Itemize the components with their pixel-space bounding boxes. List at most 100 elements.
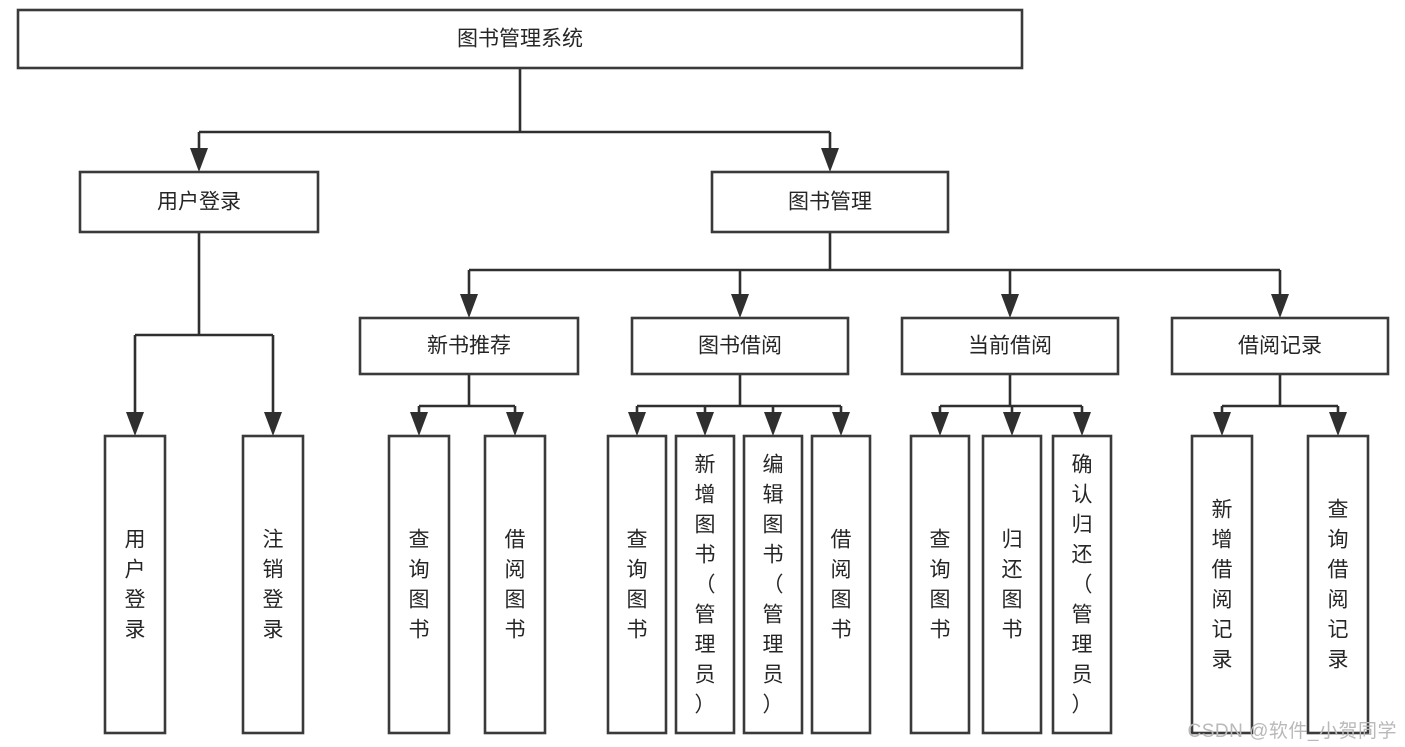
node-label-char: ） [695,694,716,717]
node-label-char: 书 [695,544,716,567]
node-label-char: 记 [1212,619,1233,642]
node-label-char: 书 [1002,619,1023,642]
nodes-layer: 图书管理系统用户登录图书管理新书推荐图书借阅当前借阅借阅记录用户登录注销登录查询… [16,8,1390,735]
node-label-char: 新 [695,454,716,477]
node-label-char: 询 [627,559,648,582]
node-label-char: 录 [1212,649,1233,672]
node-label-char: 销 [263,559,284,582]
node-label: 图书管理系统 [457,28,583,51]
node-label-char: 书 [763,544,784,567]
node-label-char: 阅 [1212,589,1233,612]
node-label-char: 确 [1072,454,1093,477]
node-label-char: 录 [263,619,284,642]
node-label: 用户登录 [157,191,241,214]
node-label-char: 户 [125,559,146,582]
node-label-char: 图 [831,589,852,612]
node-label-char: 增 [1212,529,1233,552]
node-book-borrow[interactable]: 图书借阅 [630,316,850,376]
node-label-char: 阅 [831,559,852,582]
node-label-char: 询 [409,559,430,582]
node-label-char: （ [695,574,716,597]
node-label-char: 辑 [763,484,784,507]
node-user-login[interactable]: 用户登录 [78,170,320,234]
node-label-char: 登 [125,589,146,612]
node-label-char: 注 [263,529,284,552]
node-label-char: 归 [1072,514,1093,537]
node-label-char: 管 [1072,604,1093,627]
node-label-char: 录 [1328,649,1349,672]
node-label-char: 图 [505,589,526,612]
node-label: 新书推荐 [427,335,511,358]
node-label-char: 查 [930,529,951,552]
node-label-char: 图 [930,589,951,612]
node-label-char: 认 [1072,484,1093,507]
node-label-char: 还 [1002,559,1023,582]
node-label: 当前借阅 [968,335,1052,358]
node-label-char: ） [1072,694,1093,717]
node-label-char: ） [763,694,784,717]
node-label-char: 查 [627,529,648,552]
node-label-char: 管 [763,604,784,627]
node-label-char: 编 [763,454,784,477]
node-label-char: 登 [263,589,284,612]
node-label-char: 询 [930,559,951,582]
node-label-char: 书 [930,619,951,642]
node-label-char: 询 [1328,529,1349,552]
node-label: 图书管理 [788,191,872,214]
edges-layer [126,68,1347,436]
node-label-char: 图 [627,589,648,612]
node-label-char: 借 [1212,559,1233,582]
node-label-char: 查 [409,529,430,552]
node-label-char: 书 [505,619,526,642]
node-label-char: 归 [1002,529,1023,552]
node-label-char: 图 [409,589,430,612]
node-leaf-user-login[interactable]: 用户登录 [103,434,167,735]
node-label-char: 理 [695,634,716,657]
node-label-char: 员 [695,664,716,687]
node-current-borrow[interactable]: 当前借阅 [900,316,1120,376]
node-label-char: 录 [125,619,146,642]
node-label-char: 用 [125,529,146,552]
node-label-char: 借 [505,529,526,552]
node-label-char: 员 [763,664,784,687]
node-label: 借阅记录 [1238,335,1322,358]
node-book-manage[interactable]: 图书管理 [710,170,950,234]
node-label-char: 图 [763,514,784,537]
node-label-char: 理 [763,634,784,657]
node-label-char: 图 [695,514,716,537]
node-label-char: 新 [1212,499,1233,522]
node-label-char: 阅 [505,559,526,582]
node-label-char: 还 [1072,544,1093,567]
node-label-char: 借 [831,529,852,552]
node-label-char: 阅 [1328,589,1349,612]
node-label: 图书借阅 [698,335,782,358]
node-label-char: 书 [409,619,430,642]
node-label-char: （ [1072,574,1093,597]
node-label-char: 图 [1002,589,1023,612]
node-label-char: 记 [1328,619,1349,642]
node-root[interactable]: 图书管理系统 [16,8,1024,70]
node-label-char: 增 [695,484,716,507]
node-borrow-record[interactable]: 借阅记录 [1170,316,1390,376]
node-label-char: 管 [695,604,716,627]
node-label-char: 借 [1328,559,1349,582]
node-label-char: 查 [1328,499,1349,522]
node-new-book-rec[interactable]: 新书推荐 [358,316,580,376]
node-label-char: 书 [627,619,648,642]
node-label-char: 书 [831,619,852,642]
node-label-char: （ [763,574,784,597]
